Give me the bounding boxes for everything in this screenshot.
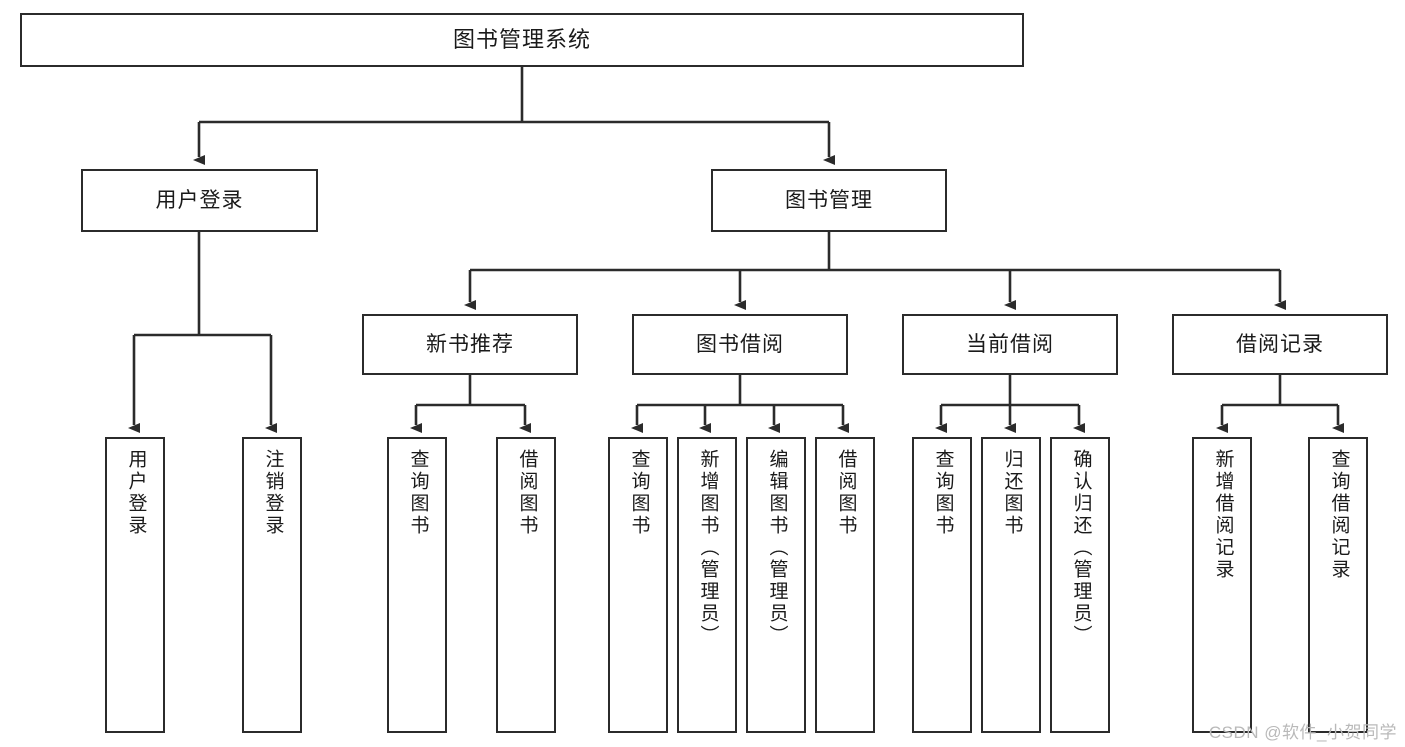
leaf-add-borrow-record[interactable]: 新增借阅记录 [1192,437,1252,733]
leaf-borrow-book-recommend[interactable]: 借阅图书 [496,437,556,733]
leaf-label: 查询图书 [628,449,650,537]
leaf-search-book-borrow[interactable]: 查询图书 [608,437,668,733]
leaf-return-book[interactable]: 归还图书 [981,437,1041,733]
leaf-label: 查询图书 [932,449,954,537]
leaf-user-logout[interactable]: 注销登录 [242,437,302,733]
leaf-edit-book-admin[interactable]: 编辑图书（管理员） [746,437,806,733]
node-borrow-record[interactable]: 借阅记录 [1172,314,1388,375]
node-book-borrow[interactable]: 图书借阅 [632,314,848,375]
node-new-book-recommend[interactable]: 新书推荐 [362,314,578,375]
leaf-label: 用户登录 [125,449,147,537]
leaf-search-borrow-record[interactable]: 查询借阅记录 [1308,437,1368,733]
leaf-label: 注销登录 [262,449,284,537]
node-book-management[interactable]: 图书管理 [711,169,947,232]
leaf-label: 新增借阅记录 [1212,449,1234,581]
leaf-label: 借阅图书 [835,449,857,537]
leaf-borrow-book[interactable]: 借阅图书 [815,437,875,733]
leaf-label: 新增图书（管理员） [697,449,719,647]
leaf-label: 归还图书 [1001,449,1023,537]
node-user-login[interactable]: 用户登录 [81,169,318,232]
leaf-search-book-current[interactable]: 查询图书 [912,437,972,733]
leaf-label: 编辑图书（管理员） [766,449,788,647]
leaf-search-book-recommend[interactable]: 查询图书 [387,437,447,733]
leaf-confirm-return-admin[interactable]: 确认归还（管理员） [1050,437,1110,733]
leaf-label: 确认归还（管理员） [1070,449,1092,647]
node-current-borrow[interactable]: 当前借阅 [902,314,1118,375]
node-root[interactable]: 图书管理系统 [20,13,1024,67]
leaf-label: 查询借阅记录 [1328,449,1350,581]
leaf-label: 查询图书 [407,449,429,537]
leaf-user-login[interactable]: 用户登录 [105,437,165,733]
watermark: CSDN @软件_小贺同学 [1208,723,1397,742]
leaf-add-book-admin[interactable]: 新增图书（管理员） [677,437,737,733]
leaf-label: 借阅图书 [516,449,538,537]
